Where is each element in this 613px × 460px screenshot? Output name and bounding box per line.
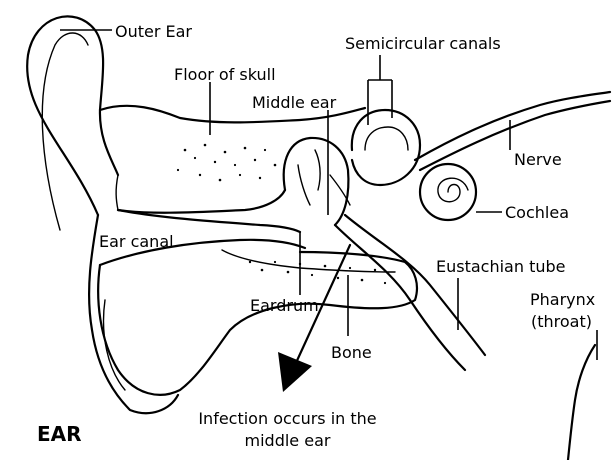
label-ear-canal: Ear canal — [99, 233, 174, 251]
label-infection-line2: middle ear — [175, 432, 400, 450]
label-throat: (throat) — [531, 313, 592, 331]
ossicles — [298, 150, 350, 205]
label-outer-ear: Outer Ear — [115, 23, 192, 41]
label-nerve: Nerve — [514, 151, 562, 169]
label-semicircular-canals: Semicircular canals — [345, 35, 501, 53]
label-pharynx: Pharynx — [530, 291, 595, 309]
leader-semicircular-canals — [368, 55, 392, 125]
label-floor-of-skull: Floor of skull — [174, 66, 276, 84]
infection-arrow-head — [278, 352, 312, 392]
label-eardrum: Eardrum — [250, 297, 319, 315]
skull-lower-edge — [118, 190, 285, 213]
outer-ear-shape — [27, 16, 118, 215]
diagram-title: EAR — [37, 425, 82, 443]
label-middle-ear: Middle ear — [252, 94, 336, 112]
eustachian-tube-inner — [345, 215, 485, 355]
skull-wall-left — [116, 175, 118, 210]
label-infection-line1: Infection occurs in the — [175, 410, 400, 428]
bone-inner — [222, 250, 395, 272]
label-eustachian-tube: Eustachian tube — [436, 258, 566, 276]
label-bone: Bone — [331, 344, 372, 362]
semicircular-canals-inner — [365, 127, 408, 150]
lower-bone-shape — [98, 252, 417, 395]
pharynx-shape — [568, 345, 595, 460]
cochlea-spiral — [438, 178, 468, 202]
label-cochlea: Cochlea — [505, 204, 569, 222]
bone-texture — [177, 144, 386, 284]
semicircular-canals-shape — [352, 110, 420, 185]
ear-canal-upper — [118, 210, 300, 232]
